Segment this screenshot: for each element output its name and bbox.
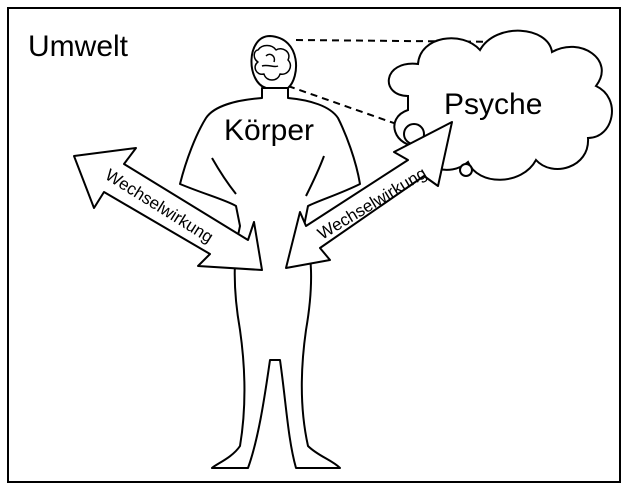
psyche-label: Psyche — [444, 88, 542, 121]
body-outline — [179, 87, 361, 469]
thought-bubble-small — [459, 163, 473, 177]
left-arm-inner — [211, 157, 237, 195]
human-figure — [179, 35, 361, 469]
interaction-arrow-left — [73, 147, 263, 271]
right-arm-inner — [305, 155, 325, 197]
connection-line-middle — [287, 85, 409, 129]
body-label: Körper — [224, 114, 314, 147]
interaction-arrow-right — [285, 121, 453, 269]
environment-label: Umwelt — [28, 30, 129, 63]
brain-icon — [253, 44, 292, 81]
